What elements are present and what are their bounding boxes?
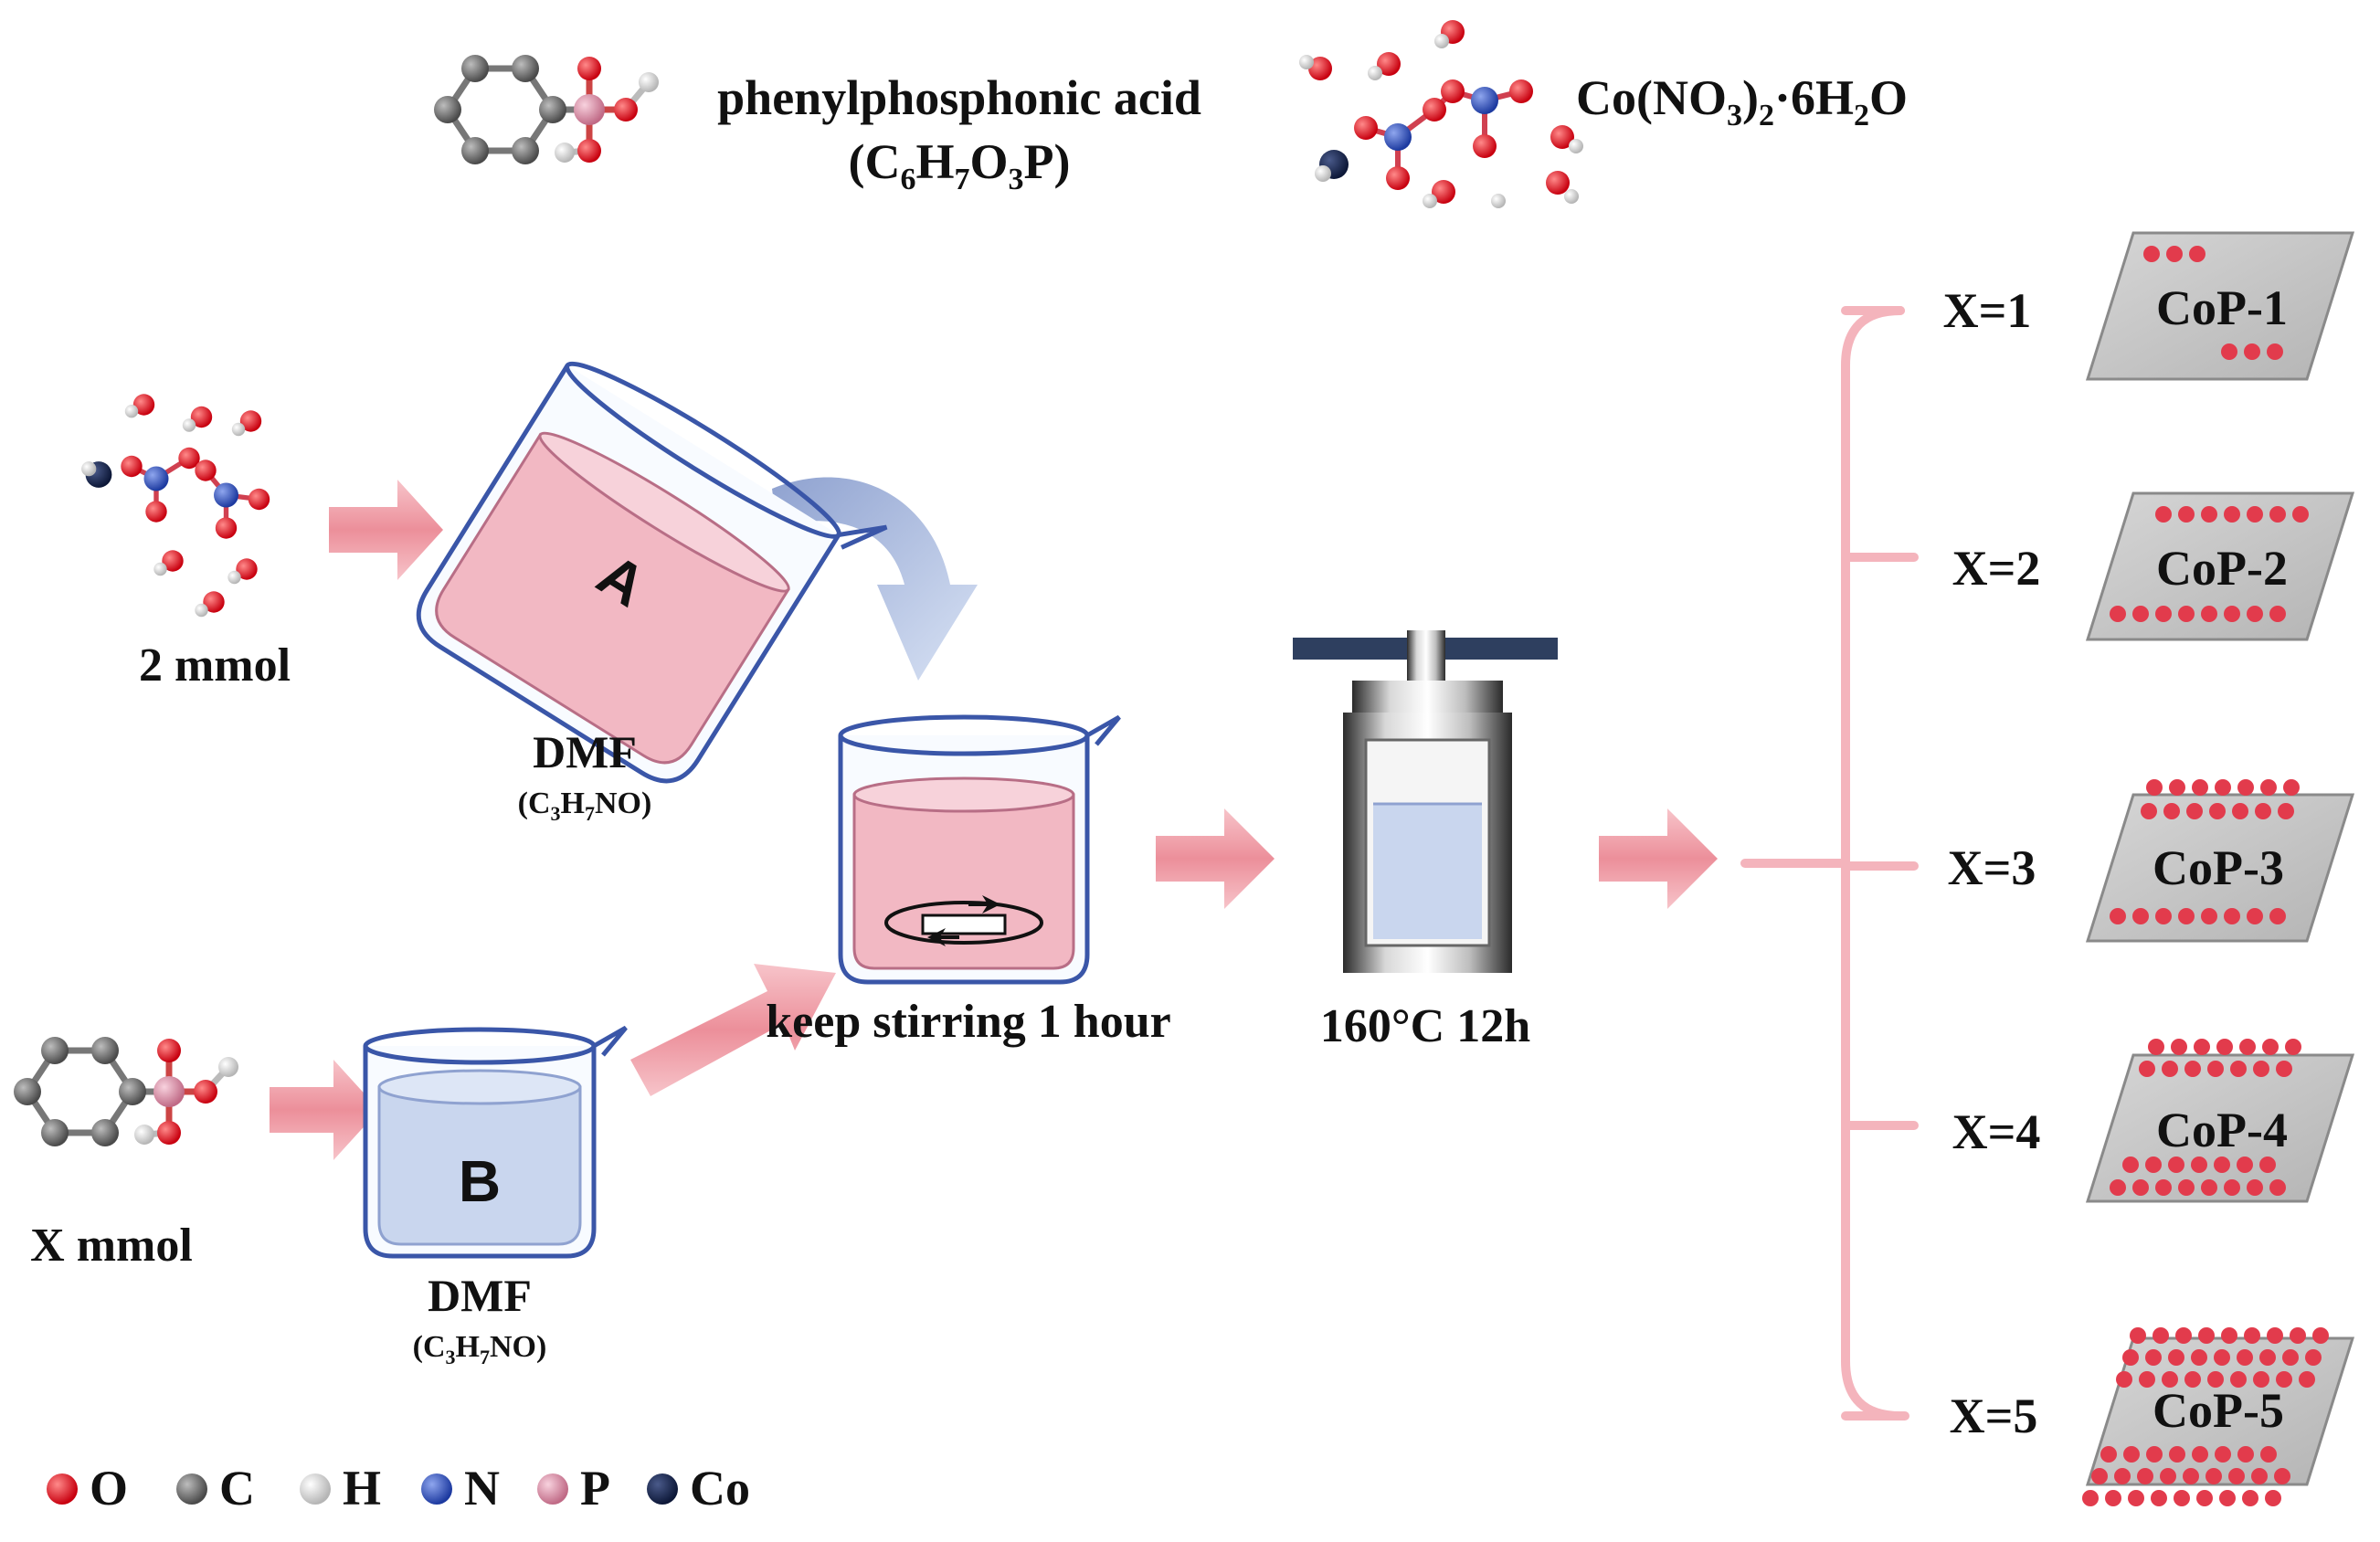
particles-1 — [2143, 246, 2283, 360]
beaker-b: B — [363, 1025, 628, 1259]
legend-label-cobalt: Co — [690, 1461, 750, 1516]
cobalt-nitrate-formula: Co(NO3)2·6H2O — [1576, 70, 1908, 132]
arrow-to-beaker-a — [329, 480, 443, 580]
beaker-a: A — [416, 361, 888, 784]
beaker-a-solvent-formula: (C3H7NO) — [518, 787, 652, 825]
product-plate-3 — [2085, 793, 2355, 943]
atom-legend: O C H N P Co — [47, 1461, 750, 1516]
product-name-4: CoP-4 — [2156, 1103, 2288, 1157]
x-label-4: X=4 — [1952, 1104, 2041, 1159]
legend-item-carbon: C — [176, 1461, 255, 1516]
particles-2 — [2110, 506, 2309, 622]
legend-item-oxygen: O — [47, 1461, 128, 1516]
x-label-5: X=5 — [1950, 1389, 2038, 1443]
mixing-beaker — [838, 714, 1121, 985]
arrow-reactor-to-products — [1599, 808, 1718, 909]
product-name-5: CoP-5 — [2153, 1383, 2284, 1438]
product-name-1: CoP-1 — [2156, 280, 2288, 335]
phenyl-amount-label: X mmol — [30, 1220, 193, 1272]
stir-bar — [884, 895, 1043, 946]
branch-bracket — [1740, 306, 1919, 1421]
product-2: X=2 CoP-2 — [1952, 491, 2355, 641]
reaction-conditions: 160°C 12h — [1320, 1000, 1530, 1052]
legend-item-nitrogen: N — [421, 1461, 500, 1516]
particles-4 — [2110, 1039, 2301, 1196]
product-plate-1 — [2085, 231, 2355, 381]
phenylphosphonic-acid-molecule — [434, 55, 659, 164]
x-label-1: X=1 — [1943, 283, 2032, 338]
arrow-to-beaker-b — [270, 1060, 379, 1160]
product-plate-2 — [2085, 491, 2355, 641]
phenylphosphonic-acid-input-molecule — [14, 1037, 238, 1146]
beaker-b-label: B — [459, 1148, 501, 1214]
beaker-b-solvent: DMF — [428, 1270, 532, 1321]
beaker-b-solvent-formula: (C3H7NO) — [413, 1330, 547, 1368]
legend-item-hydrogen: H — [300, 1461, 381, 1516]
particles-3 — [2110, 779, 2300, 924]
legend-item-phosphorus: P — [537, 1461, 610, 1516]
legend-label-phosphorus: P — [580, 1461, 610, 1516]
x-label-2: X=2 — [1952, 541, 2041, 596]
cobalt-nitrate-input-molecule — [81, 394, 270, 618]
legend-label-oxygen: O — [90, 1461, 128, 1516]
cobalt-amount-label: 2 mmol — [139, 639, 291, 692]
legend-item-cobalt: Co — [647, 1461, 750, 1516]
curved-arrow-a-to-mix — [772, 477, 978, 681]
phenylphosphonic-acid-name: phenylphosphonic acid — [717, 70, 1201, 125]
phenylphosphonic-acid-formula: (C6H7O3P) — [849, 134, 1071, 196]
beaker-a-solvent: DMF — [533, 726, 637, 777]
product-name-3: CoP-3 — [2153, 840, 2284, 895]
arrow-b-to-mix — [630, 964, 836, 1096]
legend-label-carbon: C — [219, 1461, 255, 1516]
product-3: X=3 CoP-3 — [1948, 779, 2355, 943]
stirring-caption: keep stirring 1 hour — [766, 996, 1170, 1048]
cobalt-nitrate-molecule — [1299, 20, 1583, 208]
product-name-2: CoP-2 — [2156, 541, 2288, 596]
arrow-mix-to-reactor — [1156, 808, 1275, 909]
x-label-3: X=3 — [1948, 840, 2036, 895]
product-5: X=5 CoP-5 — [1950, 1327, 2355, 1506]
product-4: X=4 CoP-4 — [1952, 1039, 2355, 1203]
legend-label-hydrogen: H — [343, 1461, 381, 1516]
legend-label-nitrogen: N — [464, 1461, 500, 1516]
particles-5 — [2082, 1327, 2329, 1506]
product-1: X=1 CoP-1 — [1943, 231, 2355, 381]
autoclave-reactor — [1293, 630, 1558, 973]
